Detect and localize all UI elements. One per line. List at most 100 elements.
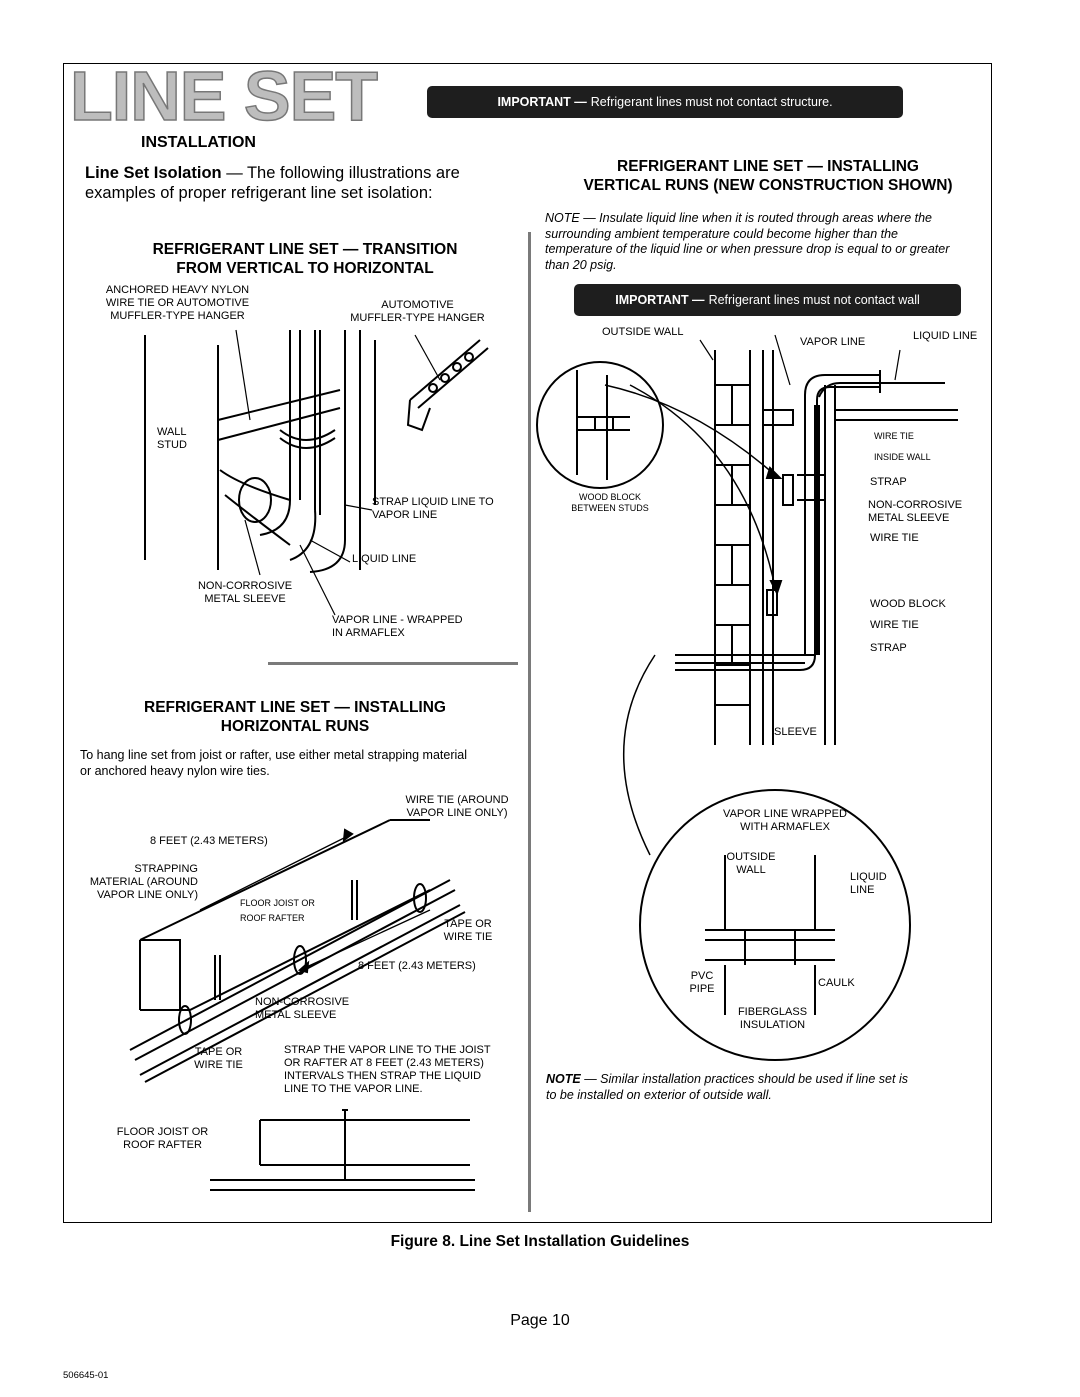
isolation-bold: Line Set Isolation <box>85 164 222 182</box>
label-joist-1: FLOOR JOIST OR <box>240 898 315 908</box>
label-wood-block-2: BETWEEN STUDS <box>571 503 649 513</box>
label-ll-1: LIQUID <box>850 871 887 883</box>
label-strap-note: STRAP THE VAPOR LINE TO THE JOIST OR RAF… <box>284 1044 491 1096</box>
label-stud: STUD <box>157 439 187 451</box>
section-divider-horizontal <box>268 662 518 665</box>
label-sleeve: SLEEVE <box>774 726 817 738</box>
label-liquid-line-detail: LIQUID LINE <box>850 871 887 897</box>
label-tape2-1: TAPE OR <box>194 1046 243 1058</box>
exterior-note-1: — Similar installation practices should … <box>580 1072 908 1086</box>
label-strapnote-3: INTERVALS THEN STRAP THE LIQUID <box>284 1070 482 1082</box>
label-vapor-line: VAPOR LINE <box>800 336 866 348</box>
label-joist2-1: FLOOR JOIST OR <box>116 1126 209 1138</box>
important-banner-top: IMPORTANT — Refrigerant lines must not c… <box>427 86 903 118</box>
label-metal-sleeve: NON-CORROSIVE METAL SLEEVE <box>185 580 305 606</box>
label-wt-1: WIRE TIE (AROUND <box>405 794 509 806</box>
label-tape-wire-tie-2: TAPE OR WIRE TIE <box>186 1046 251 1072</box>
important-wall-label: IMPORTANT — <box>615 293 705 307</box>
label-fg-1: FIBERGLASS <box>737 1006 808 1018</box>
label-liquid-line: LIQUID LINE <box>352 553 417 565</box>
label-vlw-1: VAPOR LINE WRAPPED <box>723 808 847 820</box>
label-strap-1: STRAP <box>870 476 907 488</box>
label-nylon-3: MUFFLER-TYPE HANGER <box>110 310 245 322</box>
horizontal-text-2: or anchored heavy nylon wire ties. <box>80 764 270 778</box>
label-vapor-wrapped-armaflex: VAPOR LINE WRAPPED WITH ARMAFLEX <box>710 808 860 834</box>
installation-heading: INSTALLATION <box>141 134 256 151</box>
label-joist-2: ROOF RAFTER <box>240 913 305 923</box>
label-floor-joist-2: FLOOR JOIST OR ROOF RAFTER <box>105 1126 220 1152</box>
vertical-heading: REFRIGERANT LINE SET — INSTALLING VERTIC… <box>548 157 988 195</box>
label-wire-tie-around: WIRE TIE (AROUND VAPOR LINE ONLY) <box>393 794 521 820</box>
figure-caption: Figure 8. Line Set Installation Guidelin… <box>390 1233 690 1250</box>
label-8-feet-bottom: 8 FEET (2.43 METERS) <box>358 960 476 972</box>
label-sleeve-1: NON-CORROSIVE <box>197 580 293 592</box>
vertical-note: NOTE — Insulate liquid line when it is r… <box>545 211 973 273</box>
label-nylon-2: WIRE TIE OR AUTOMOTIVE <box>105 297 250 309</box>
label-wire-tie-3: WIRE TIE <box>870 619 919 631</box>
label-wood-block-r: WOOD BLOCK <box>870 598 946 610</box>
label-tape-1: TAPE OR <box>444 918 492 930</box>
vertical-note-4: than 20 psig. <box>545 257 617 272</box>
label-ncs-1: NON-CORROSIVE <box>868 499 963 511</box>
label-wall: WALL <box>157 426 187 438</box>
vertical-note-3: temperature of the liquid line or when p… <box>545 242 950 256</box>
label-strapnote-2: OR RAFTER AT 8 FEET (2.43 METERS) <box>284 1057 484 1069</box>
label-joist2-2: ROOF RAFTER <box>123 1139 202 1151</box>
label-pvc-2: PIPE <box>689 983 715 995</box>
label-auto-2: MUFFLER-TYPE HANGER <box>350 312 485 324</box>
label-ll-2: LINE <box>850 884 875 896</box>
horizontal-heading-line-2: HORIZONTAL RUNS <box>220 718 370 735</box>
label-fg-2: INSULATION <box>739 1019 806 1031</box>
label-strap-2: STRAP <box>870 642 907 654</box>
vertical-note-2: surrounding ambient temperature could be… <box>545 226 898 241</box>
label-outside-wall-detail: OUTSIDE WALL <box>716 851 786 877</box>
label-outside-wall: OUTSIDE WALL <box>602 326 684 338</box>
label-nylon-wire-tie: ANCHORED HEAVY NYLON WIRE TIE OR AUTOMOT… <box>95 284 260 323</box>
document-number: 506645-01 <box>63 1370 109 1381</box>
important-banner-wall: IMPORTANT — Refrigerant lines must not c… <box>574 284 961 316</box>
label-sleeve-2: METAL SLEEVE <box>204 593 286 605</box>
exterior-note-bold: NOTE <box>546 1072 581 1086</box>
section-divider-vertical <box>528 232 531 1212</box>
important-text: Refrigerant lines must not contact struc… <box>590 95 833 109</box>
vertical-illustration <box>536 334 958 1061</box>
label-inside-wall: INSIDE WALL <box>874 452 931 462</box>
isolation-text-1: — The following illustrations are <box>221 164 460 182</box>
label-wire-tie-1: WIRE TIE <box>874 431 914 441</box>
label-strap-liquid: STRAP LIQUID LINE TO VAPOR LINE <box>372 496 494 522</box>
label-strapping-2: MATERIAL (AROUND <box>89 876 198 888</box>
label-horizontal-sleeve: NON-CORROSIVE METAL SLEEVE <box>255 996 349 1022</box>
label-strapping-material: STRAPPING MATERIAL (AROUND VAPOR LINE ON… <box>72 863 198 902</box>
exterior-note: NOTE — Similar installation practices sh… <box>546 1072 976 1103</box>
horizontal-heading-line-1: REFRIGERANT LINE SET — INSTALLING <box>144 699 446 716</box>
label-pvc-1: PVC <box>690 970 714 982</box>
label-fiberglass: FIBERGLASS INSULATION <box>725 1006 820 1032</box>
label-floor-joist: FLOOR JOIST OR ROOF RAFTER <box>240 898 315 924</box>
horizontal-description: To hang line set from joist or rafter, u… <box>80 747 520 779</box>
label-strap-2: VAPOR LINE <box>372 509 438 521</box>
transition-illustration <box>144 329 489 616</box>
label-hsleeve-2: METAL SLEEVE <box>255 1009 337 1021</box>
label-ow-2: WALL <box>736 864 766 876</box>
label-ow-1: OUTSIDE <box>726 851 776 863</box>
page-number: Page 10 <box>510 1312 570 1329</box>
label-wood-block-1: WOOD BLOCK <box>578 492 641 502</box>
label-automotive-hanger: AUTOMOTIVE MUFFLER-TYPE HANGER <box>340 299 495 325</box>
label-caulk: CAULK <box>818 977 855 989</box>
label-tape-2: WIRE TIE <box>443 931 493 943</box>
label-pvc-pipe: PVC PIPE <box>682 970 722 996</box>
label-auto-1: AUTOMOTIVE <box>381 299 454 311</box>
label-wt-2: VAPOR LINE ONLY) <box>406 807 508 819</box>
transition-heading: REFRIGERANT LINE SET — TRANSITION FROM V… <box>85 240 525 278</box>
label-nylon-1: ANCHORED HEAVY NYLON <box>105 284 250 296</box>
horizontal-text-1: To hang line set from joist or rafter, u… <box>80 748 467 762</box>
label-wood-block-studs: WOOD BLOCK BETWEEN STUDS <box>560 492 660 514</box>
isolation-text-2: examples of proper refrigerant line set … <box>85 184 433 202</box>
transition-heading-line-2: FROM VERTICAL TO HORIZONTAL <box>176 260 434 277</box>
label-strapnote-4: LINE TO THE VAPOR LINE. <box>284 1083 423 1095</box>
label-strapping-1: STRAPPING <box>134 863 198 875</box>
label-strapping-3: VAPOR LINE ONLY) <box>96 889 198 901</box>
page-title: LINE SET <box>69 56 379 136</box>
label-ncs: NON-CORROSIVE METAL SLEEVE <box>868 499 962 525</box>
horizontal-illustration <box>129 819 475 1191</box>
